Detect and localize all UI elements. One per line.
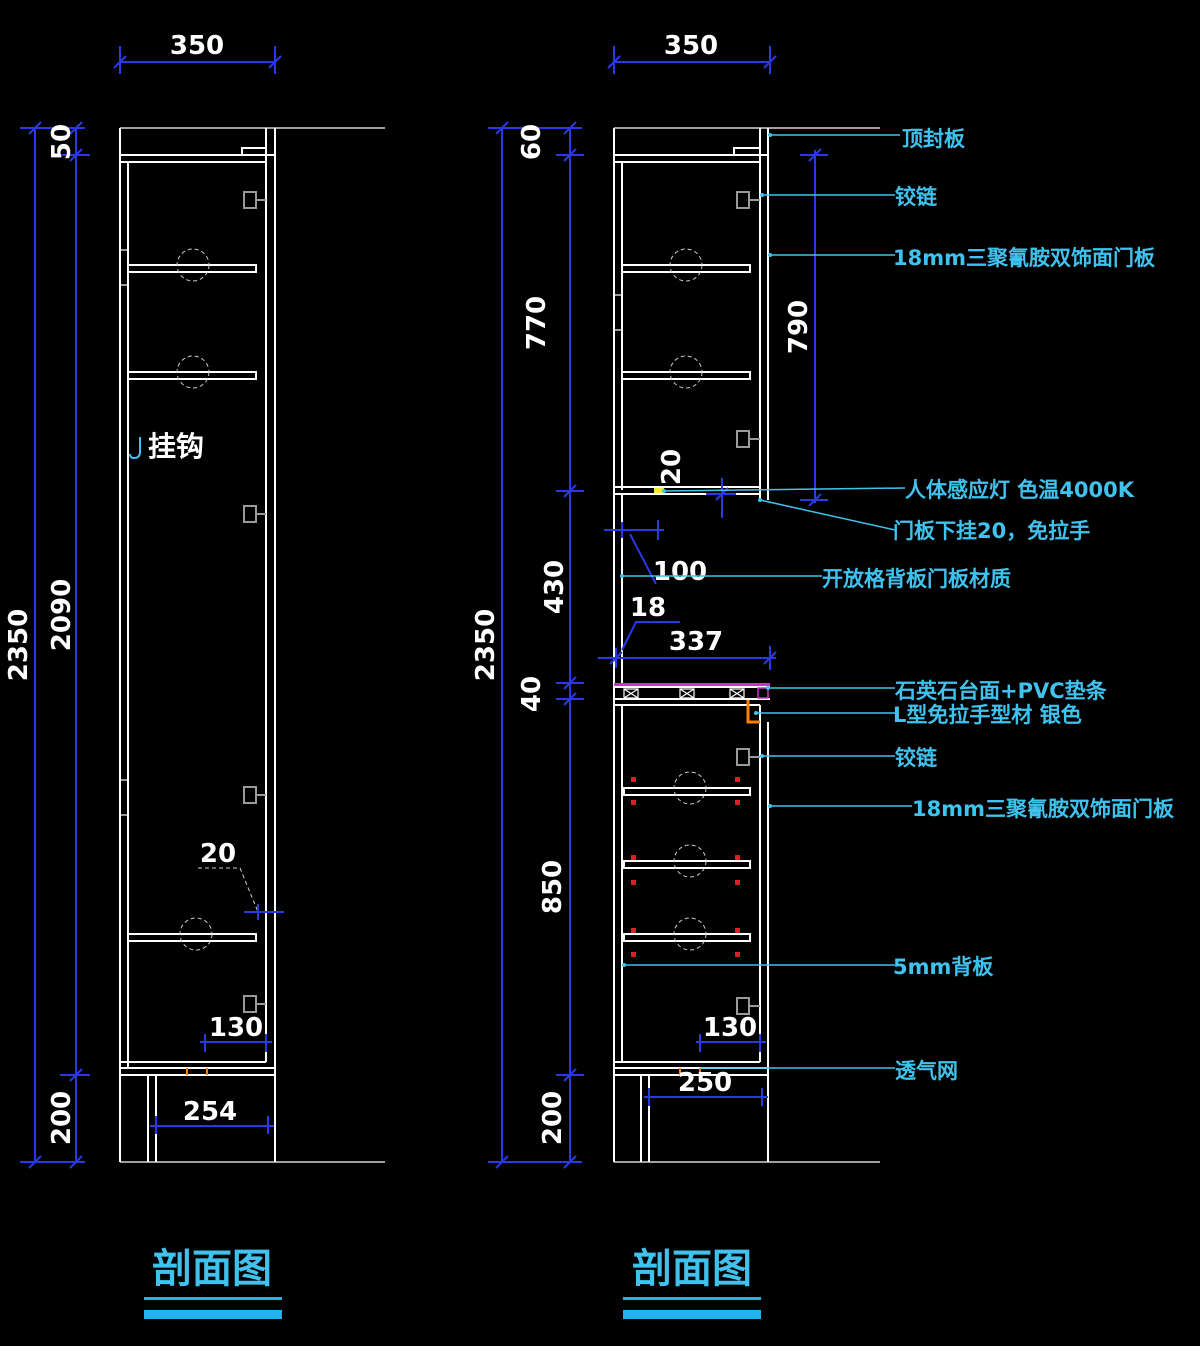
right-top-dim: 60: [517, 124, 547, 160]
hinge-icon: [243, 505, 266, 523]
left-inner-dim: 2090: [47, 579, 77, 651]
callout-top-panel: 顶封板: [902, 127, 966, 151]
left-base-dim: 200: [47, 1091, 77, 1145]
left-door-gap-dim: 20: [200, 839, 236, 869]
left-dimensions: 350 2350 50 2090 200 20: [4, 31, 284, 1169]
hinge-icon: [243, 786, 266, 804]
left-plinth-dim: 254: [183, 1097, 237, 1127]
left-top-dim: 50: [47, 124, 77, 160]
right-view-title: 剖面图: [632, 1246, 752, 1292]
callout-hinge-2: 铰链: [895, 746, 938, 770]
right-plinth-dim: 250: [678, 1068, 732, 1098]
left-section-view: 挂钩 350 2350 50: [4, 31, 385, 1319]
left-title-underbar: [144, 1310, 282, 1319]
callout-hinge-1: 铰链: [895, 185, 938, 209]
sensor-light-icon: [654, 488, 664, 493]
right-section-view: 350 2350 60 770 430 40: [471, 31, 1175, 1319]
left-width-dim: 350: [170, 31, 224, 61]
callout-open-back: 开放格背板门板材质: [822, 567, 1011, 591]
right-upper-dim: 770: [522, 296, 552, 350]
callout-vent: 透气网: [895, 1059, 958, 1083]
right-title-underline: [623, 1297, 761, 1300]
hook-label: 挂钩: [148, 430, 204, 463]
left-title-underline: [144, 1297, 282, 1300]
hinge-icon: [243, 995, 266, 1013]
callout-light: 人体感应灯 色温4000K: [905, 478, 1135, 502]
right-door-height-dim: 790: [784, 300, 814, 354]
hinge-icon: [243, 191, 266, 209]
callout-counter: 石英石台面+PVC垫条: [894, 679, 1108, 703]
left-cabinet-carcass: [119, 128, 276, 1162]
hinge-icon: [736, 748, 760, 766]
right-back-offset-dim: 100: [653, 557, 707, 587]
right-shelf-depth-dim: 130: [703, 1013, 757, 1043]
right-width-dim: 350: [664, 31, 718, 61]
hinge-icon: [736, 430, 760, 448]
right-shelves: [614, 248, 751, 957]
right-base-dim: 200: [538, 1091, 568, 1145]
right-hinges: [736, 191, 760, 1015]
hinge-icon: [736, 191, 760, 209]
right-counter-thk-dim: 40: [517, 676, 547, 712]
callout-door-2: 18mm三聚氰胺双饰面门板: [912, 797, 1175, 821]
left-hinges: [243, 191, 266, 1013]
right-lower-dim: 850: [538, 860, 568, 914]
hook-icon: [129, 437, 141, 460]
callout-door-1: 18mm三聚氰胺双饰面门板: [893, 246, 1156, 270]
right-open-dim: 430: [540, 560, 570, 614]
right-overall-dim: 2350: [471, 609, 501, 681]
right-gap-dim: 20: [657, 449, 687, 485]
callout-handle: L型免拉手型材 银色: [893, 703, 1082, 727]
right-callouts: 顶封板 铰链 18mm三聚氰胺双饰面门板 人体感应灯 色温4000K 门板下挂2…: [620, 127, 1175, 1083]
left-shelves: [120, 248, 257, 951]
callout-door-drop: 门板下挂20，免拉手: [893, 519, 1090, 543]
right-counter-depth-dim: 337: [669, 627, 723, 657]
callout-back-panel: 5mm背板: [893, 955, 994, 979]
right-panel-thk-dim: 18: [630, 593, 666, 623]
right-dimensions: 350 2350 60 770 430 40: [471, 31, 828, 1169]
left-overall-dim: 2350: [4, 609, 34, 681]
hinge-icon: [736, 997, 760, 1015]
right-cabinet-carcass: [613, 128, 770, 1162]
right-title-underbar: [623, 1310, 761, 1319]
left-view-title: 剖面图: [152, 1246, 272, 1292]
left-shelf-depth-dim: 130: [209, 1013, 263, 1043]
